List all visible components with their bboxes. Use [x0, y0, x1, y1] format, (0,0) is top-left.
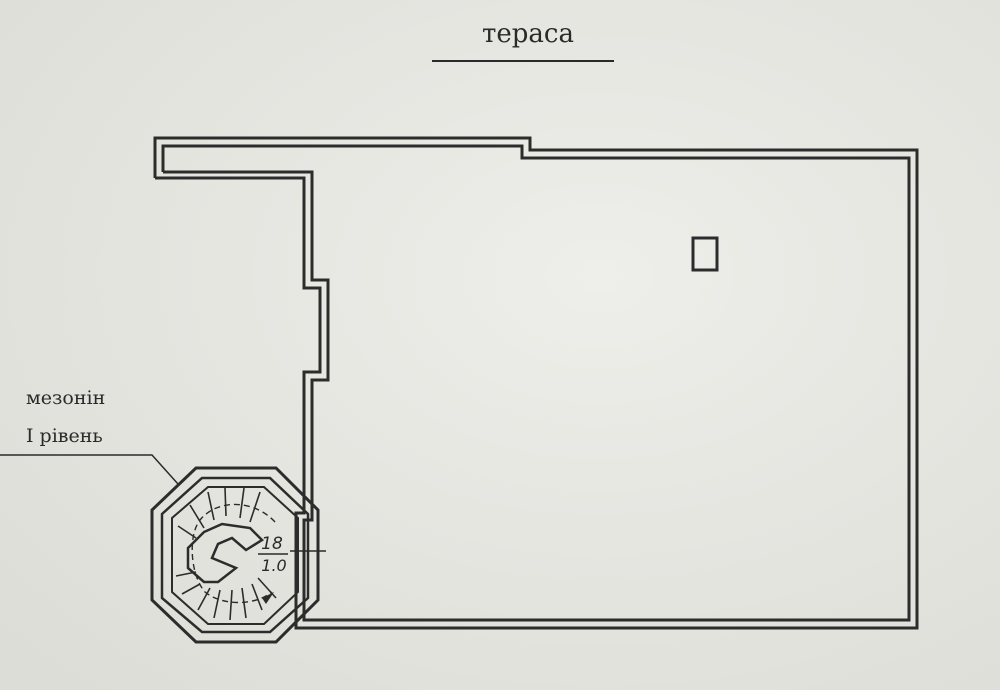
stair-room-area: 18	[261, 534, 283, 554]
mezzanine-label: мезонін	[26, 387, 105, 409]
terrace-label-bottom: тераса	[195, 681, 287, 690]
stair-tower-outer	[150, 466, 320, 644]
stair-well	[186, 522, 264, 584]
terrace-label-top: тераса	[482, 19, 574, 49]
label-leader-line	[0, 454, 179, 485]
level-label: I рівень	[26, 425, 103, 447]
stair-core-outer	[171, 486, 299, 625]
stair-room-sub: 1.0	[261, 556, 286, 575]
stair-treads	[175, 487, 277, 621]
stair-walkline	[191, 503, 276, 604]
outer-wall	[153, 136, 919, 630]
stair-direction-arrow	[262, 592, 274, 604]
inner-wall	[161, 144, 911, 622]
chimney-opening	[691, 236, 719, 272]
stair-tower-inner	[160, 476, 310, 634]
